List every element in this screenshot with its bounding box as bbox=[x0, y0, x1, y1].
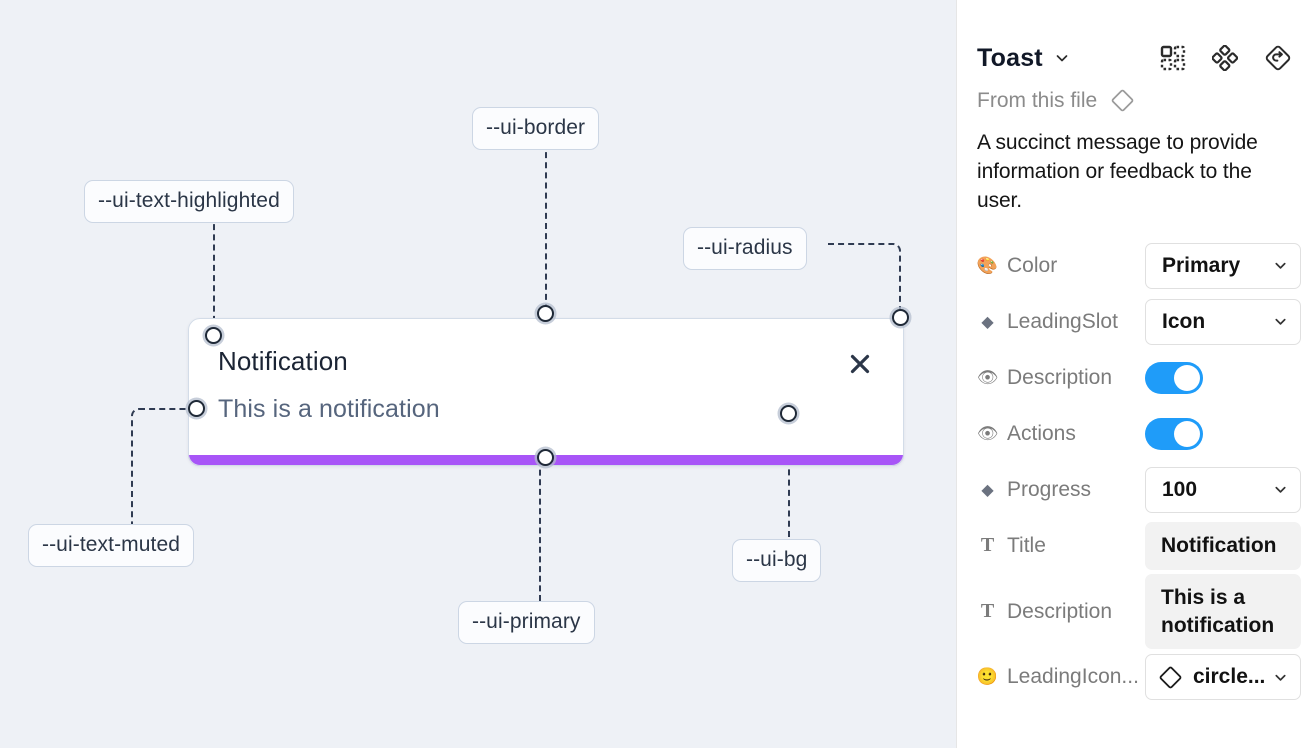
connector-ui-primary bbox=[539, 460, 541, 601]
property-row-leadingslot: ◆ LeadingSlot Icon bbox=[977, 294, 1301, 350]
property-name: Progress bbox=[1007, 477, 1092, 501]
handle-ui-text-muted[interactable] bbox=[188, 400, 205, 417]
property-row-description-toggle: 👁 Description bbox=[977, 350, 1292, 406]
property-row-actions-toggle: 👁 Actions bbox=[977, 406, 1292, 462]
description-toggle[interactable] bbox=[1145, 361, 1203, 394]
smiley-emoji-icon: 🙂 bbox=[977, 667, 999, 687]
close-icon[interactable] bbox=[846, 350, 874, 378]
annotation-chip-ui-bg[interactable]: --ui-bg bbox=[732, 539, 822, 582]
from-this-file-label: From this file bbox=[977, 88, 1098, 112]
property-label-title: T Title bbox=[977, 534, 1145, 558]
progress-select[interactable]: 100 bbox=[1145, 466, 1301, 513]
text-icon: T bbox=[980, 600, 995, 623]
property-name: LeadingIcon... bbox=[1007, 665, 1139, 689]
connector-ui-border bbox=[545, 142, 547, 310]
property-control-leadingicon: circle... bbox=[1145, 654, 1301, 701]
property-name: Color bbox=[1007, 253, 1058, 277]
component-set-icon[interactable] bbox=[1160, 45, 1186, 71]
panel-title: Toast bbox=[977, 43, 1043, 72]
connector-ui-radius bbox=[828, 243, 901, 315]
property-control-title: Notification bbox=[1145, 522, 1301, 570]
chevron-down-icon bbox=[1273, 482, 1288, 497]
connector-ui-bg bbox=[788, 418, 790, 537]
property-row-description-text: T Description This is a notification bbox=[977, 573, 1301, 650]
annotation-chip-ui-border[interactable]: --ui-border bbox=[472, 107, 600, 150]
design-canvas[interactable]: Notification This is a notification --ui… bbox=[0, 0, 956, 748]
handle-ui-border[interactable] bbox=[537, 305, 554, 322]
properties-panel: Toast bbox=[956, 0, 1312, 748]
property-name: LeadingSlot bbox=[1007, 309, 1118, 333]
toast-description: This is a notification bbox=[218, 395, 440, 423]
color-select[interactable]: Primary bbox=[1145, 242, 1301, 289]
handle-ui-primary[interactable] bbox=[537, 449, 554, 466]
annotation-chip-ui-primary[interactable]: --ui-primary bbox=[458, 601, 595, 644]
property-control-progress: 100 bbox=[1145, 466, 1301, 513]
diamond-component-icon bbox=[1158, 665, 1183, 690]
variants-icon[interactable] bbox=[1212, 45, 1238, 71]
progress-select-value: 100 bbox=[1162, 477, 1198, 501]
chevron-down-icon[interactable] bbox=[1054, 50, 1070, 66]
connector-ui-text-muted bbox=[131, 408, 195, 525]
color-select-value: Primary bbox=[1162, 253, 1241, 277]
toggle-knob bbox=[1174, 364, 1200, 391]
leadingicon-select-value: circle... bbox=[1193, 665, 1266, 689]
property-row-color: 🎨 Color Primary bbox=[977, 238, 1301, 294]
property-control-description-toggle bbox=[1145, 361, 1292, 394]
panel-header-actions bbox=[1160, 44, 1292, 72]
property-name: Description bbox=[1007, 365, 1113, 389]
toast-title: Notification bbox=[218, 346, 348, 376]
property-control-leadingslot: Icon bbox=[1145, 298, 1301, 345]
title-input[interactable]: Notification bbox=[1145, 522, 1301, 570]
leadingslot-select-value: Icon bbox=[1162, 309, 1206, 333]
handle-ui-radius[interactable] bbox=[892, 309, 909, 326]
property-label-description-toggle: 👁 Description bbox=[977, 366, 1145, 390]
property-row-leadingicon: 🙂 LeadingIcon... circle... bbox=[977, 649, 1301, 705]
property-label-progress: ◆ Progress bbox=[977, 478, 1145, 502]
connector-ui-text-highlighted bbox=[213, 214, 215, 332]
toggle-knob bbox=[1174, 420, 1200, 447]
property-control-actions-toggle bbox=[1145, 417, 1292, 450]
palette-emoji-icon: 🎨 bbox=[977, 255, 999, 275]
eye-emoji-icon: 👁 bbox=[977, 367, 999, 387]
leadingslot-select[interactable]: Icon bbox=[1145, 298, 1301, 345]
annotation-chip-ui-text-muted[interactable]: --ui-text-muted bbox=[28, 524, 195, 567]
from-this-file-row[interactable]: From this file bbox=[977, 88, 1292, 113]
handle-ui-bg[interactable] bbox=[780, 405, 797, 422]
annotation-chip-ui-text-highlighted[interactable]: --ui-text-highlighted bbox=[84, 180, 294, 223]
property-label-leadingicon: 🙂 LeadingIcon... bbox=[977, 665, 1145, 689]
handle-ui-text-highlighted[interactable] bbox=[205, 327, 222, 344]
diamond-component-icon bbox=[1110, 88, 1135, 113]
property-name: Title bbox=[1007, 533, 1046, 557]
diamond-icon: ◆ bbox=[981, 481, 994, 499]
property-label-description-text: T Description bbox=[977, 600, 1145, 624]
annotation-chip-ui-radius[interactable]: --ui-radius bbox=[683, 227, 807, 270]
property-row-progress: ◆ Progress 100 bbox=[977, 462, 1301, 518]
property-label-leadingslot: ◆ LeadingSlot bbox=[977, 310, 1145, 334]
description-input[interactable]: This is a notification bbox=[1145, 573, 1301, 650]
text-icon: T bbox=[980, 534, 995, 557]
eye-emoji-icon: 👁 bbox=[977, 423, 999, 443]
toast-component[interactable]: Notification This is a notification bbox=[188, 318, 904, 466]
property-name: Description bbox=[1007, 599, 1113, 623]
reset-instance-icon[interactable] bbox=[1264, 44, 1292, 72]
property-control-color: Primary bbox=[1145, 242, 1301, 289]
panel-header: Toast bbox=[977, 22, 1292, 94]
property-label-color: 🎨 Color bbox=[977, 254, 1145, 278]
component-description: A succinct message to provide informatio… bbox=[977, 131, 1258, 212]
property-label-actions-toggle: 👁 Actions bbox=[977, 422, 1145, 446]
chevron-down-icon bbox=[1273, 258, 1288, 273]
actions-toggle[interactable] bbox=[1145, 417, 1203, 450]
chevron-down-icon bbox=[1273, 670, 1288, 685]
property-control-description-text: This is a notification bbox=[1145, 573, 1301, 650]
chevron-down-icon bbox=[1273, 314, 1288, 329]
property-row-title: T Title Notification bbox=[977, 518, 1301, 574]
leadingicon-select[interactable]: circle... bbox=[1145, 654, 1301, 701]
property-name: Actions bbox=[1007, 421, 1076, 445]
diamond-icon: ◆ bbox=[981, 313, 994, 331]
